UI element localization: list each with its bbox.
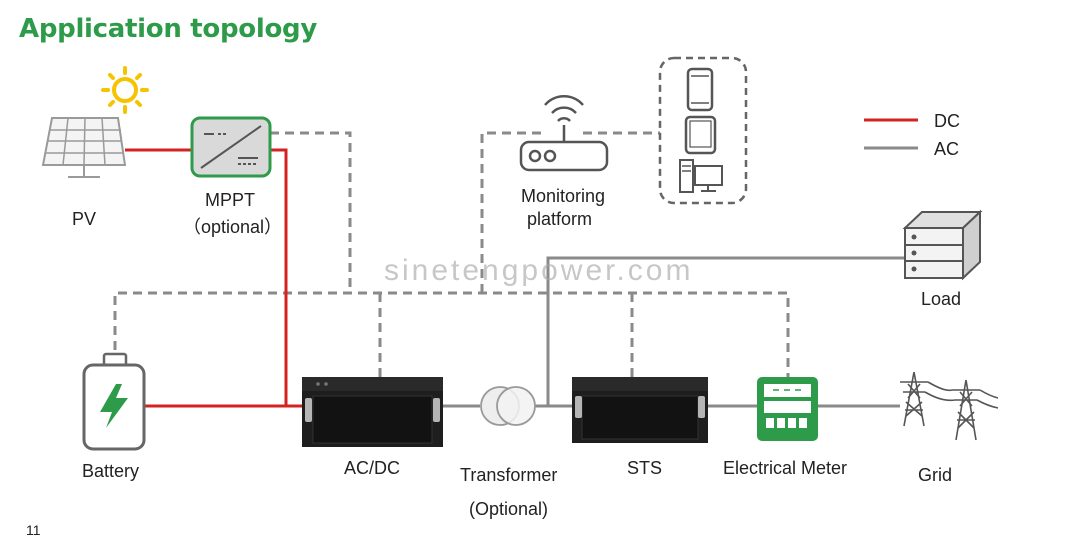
- transformer-note-label: (Optional): [469, 499, 549, 519]
- mppt-icon: [190, 116, 272, 178]
- sun-icon: [101, 66, 149, 114]
- router-icon: [519, 95, 609, 172]
- load-server-icon: [902, 209, 983, 281]
- smartphone-icon: [686, 67, 714, 112]
- electrical-meter-icon: [757, 377, 818, 441]
- transformer-icon: [480, 386, 536, 426]
- solar-panel-icon: [41, 117, 127, 178]
- watermark: sinetengpower.com: [384, 254, 694, 287]
- grid-tower-icon: [900, 371, 999, 441]
- page-number: 11: [26, 522, 41, 538]
- dc-lines: [125, 148, 302, 408]
- legend-ac-label: AC: [934, 139, 960, 159]
- acdc-label: AC/DC: [344, 458, 401, 478]
- page-title: Application topology: [19, 14, 317, 44]
- ac-lines: [443, 256, 905, 408]
- mppt-label: MPPT: [205, 190, 256, 210]
- battery-icon: [82, 352, 146, 451]
- monitoring-label-line2: platform: [527, 209, 593, 229]
- sts-label: STS: [627, 458, 663, 478]
- load-label: Load: [921, 289, 962, 309]
- legend-dc-label: DC: [934, 111, 960, 131]
- acdc-converter-icon: [302, 377, 443, 447]
- monitoring-label-line1: Monitoring: [521, 186, 606, 206]
- transformer-label: Transformer: [460, 465, 558, 485]
- sts-icon: [572, 377, 708, 443]
- mppt-note-label: （optional）: [183, 217, 283, 237]
- desktop-computer-icon: [679, 159, 723, 193]
- client-devices-box: [658, 56, 748, 205]
- tablet-icon: [684, 115, 717, 155]
- pv-label: PV: [72, 209, 97, 229]
- communication-lines: [113, 131, 790, 377]
- battery-label: Battery: [82, 461, 140, 481]
- meter-label: Electrical Meter: [723, 458, 848, 478]
- grid-label: Grid: [918, 465, 953, 485]
